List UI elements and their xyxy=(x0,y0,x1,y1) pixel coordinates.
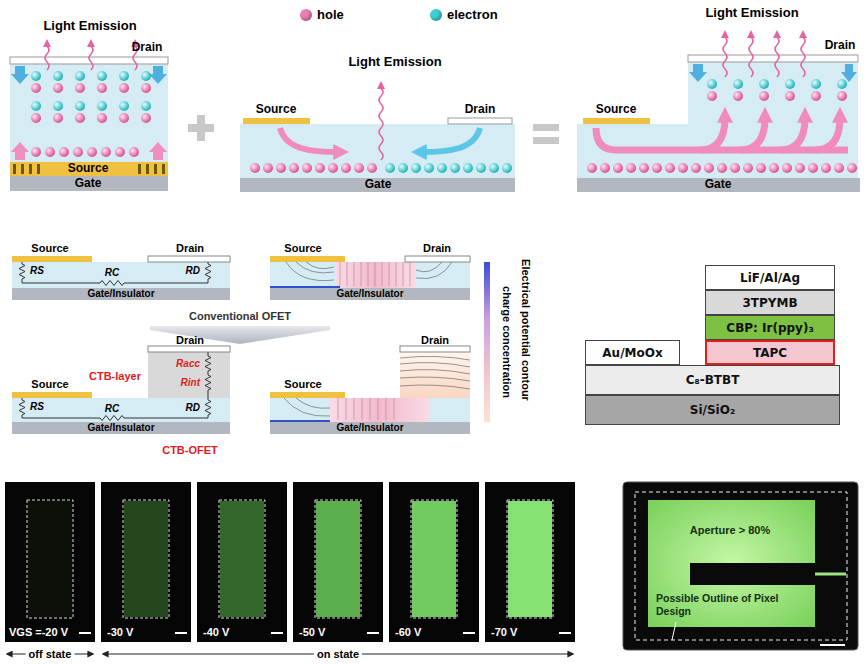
electrode-label: Drain xyxy=(423,242,451,255)
resistor-label: Rint xyxy=(181,377,200,389)
voltage-label: VGS =-20 V xyxy=(9,626,68,639)
layer-name: Au/MoOx xyxy=(602,346,662,360)
gate-label: Gate/Insulator xyxy=(87,422,154,434)
image-note: Aperture > 80% xyxy=(690,524,770,537)
electrode-label: Source xyxy=(31,378,68,391)
resistor-label: RD xyxy=(186,402,200,414)
voltage-label: -50 V xyxy=(299,626,325,639)
device-title: CTB-OFET xyxy=(162,444,218,457)
electrode-label: Source xyxy=(256,103,297,117)
legend-item: hole xyxy=(300,7,344,22)
gate-label: Gate xyxy=(75,177,102,191)
layer-label: CTB-layer xyxy=(89,370,141,383)
gate-label: Gate/Insulator xyxy=(336,422,403,434)
layer-name: Si/SiO₂ xyxy=(690,403,735,417)
layer-box: Au/MoOx xyxy=(585,340,680,365)
gate-label: Gate/Insulator xyxy=(87,288,154,300)
gate-label: Gate xyxy=(705,178,732,192)
voltage-label: -30 V xyxy=(107,626,133,639)
legend-swatch xyxy=(300,9,312,21)
layer-box: 3TPYMB xyxy=(705,290,835,315)
layer-name: C₈-BTBT xyxy=(686,373,740,387)
resistor-label: RC xyxy=(105,267,119,279)
device-title: Conventional OFET xyxy=(189,310,291,323)
voltage-label: -60 V xyxy=(395,626,421,639)
electrode-label: Drain xyxy=(132,41,163,55)
resistor-label: RC xyxy=(105,403,119,415)
layer-name: 3TPYMB xyxy=(742,296,797,310)
layer-name: TAPC xyxy=(753,346,787,360)
state-label: on state xyxy=(314,648,362,661)
electrode-label: Drain xyxy=(825,39,856,53)
electrode-label: Drain xyxy=(176,242,204,255)
electrode-label: Source xyxy=(284,242,321,255)
emission-label: Light Emission xyxy=(43,19,136,34)
legend-item: electron xyxy=(430,7,498,22)
emission-label: Light Emission xyxy=(705,6,798,21)
gate-label: Gate/Insulator xyxy=(336,288,403,300)
legend-swatch xyxy=(430,9,442,21)
resistor-label: RS xyxy=(30,401,44,413)
voltage-label: -70 V xyxy=(491,626,517,639)
electrode-label: Drain xyxy=(176,334,204,347)
electrode-label: Source xyxy=(31,242,68,255)
layer-box: Si/SiO₂ xyxy=(585,395,840,425)
electrode-label: Source xyxy=(284,378,321,391)
state-label: off state xyxy=(26,648,75,661)
resistor-label: RS xyxy=(30,265,44,277)
axis-label: charge concentration xyxy=(501,286,514,398)
electrode-label: Drain xyxy=(421,334,449,347)
axis-label: Electrical potential contour xyxy=(520,259,533,401)
legend-text: electron xyxy=(447,7,498,22)
gate-label: Gate xyxy=(365,178,392,192)
electrode-label: Source xyxy=(68,162,109,176)
emission-label: Light Emission xyxy=(348,55,441,70)
voltage-label: -40 V xyxy=(203,626,229,639)
electrode-label: Drain xyxy=(465,103,496,117)
resistor-label: Racc xyxy=(176,358,200,370)
layer-box: TAPC xyxy=(705,340,835,365)
layer-name: LiF/Al/Ag xyxy=(740,271,800,285)
layer-box: LiF/Al/Ag xyxy=(705,265,835,290)
electrode-label: Source xyxy=(596,103,637,117)
image-note: Possible Outline of Pixel Design xyxy=(656,592,784,617)
resistor-label: RD xyxy=(186,265,200,277)
legend-text: hole xyxy=(317,7,344,22)
layer-box: C₈-BTBT xyxy=(585,365,840,395)
layer-box: CBP: Ir(ppy)₃ xyxy=(705,315,835,340)
layer-name: CBP: Ir(ppy)₃ xyxy=(726,321,813,335)
